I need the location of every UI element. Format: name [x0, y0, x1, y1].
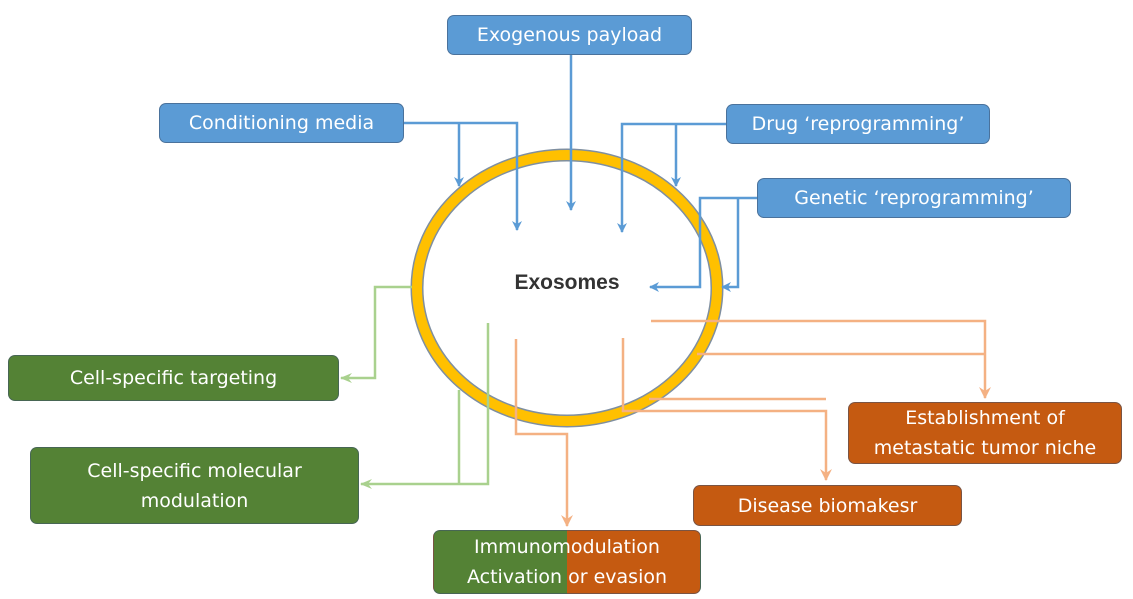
- conditioning-media-label: Conditioning media: [188, 112, 375, 134]
- conditioning-media-box: Conditioning media: [159, 103, 404, 143]
- metastatic-niche-line-1: Establishment of: [905, 407, 1065, 429]
- drug-reprogramming-label: Drug ‘reprogramming’: [751, 113, 965, 135]
- arrow-genetic-reprogramming-2: [721, 198, 740, 292]
- immunomodulation-box: Immunomodulation Activation or evasion: [433, 530, 701, 594]
- cell-specific-targeting-label: Cell-specific targeting: [69, 367, 278, 389]
- cell-specific-molecular-modulation-box: Cell-specific molecular modulation: [30, 447, 359, 524]
- immunomodulation-line-2: Activation or evasion: [466, 566, 668, 588]
- metastatic-niche-box: Establishment of metastatic tumor niche: [848, 402, 1122, 464]
- exogenous-payload-box: Exogenous payload: [447, 15, 692, 55]
- arrow-immunomodulation: [514, 339, 573, 527]
- arrow-cell-specific-molecular-modulation: [360, 323, 490, 489]
- arrow-cell-specific-targeting: [340, 285, 412, 383]
- arrow-metastatic-niche: [651, 319, 991, 399]
- disease-biomarker-label: Disease biomakesr: [737, 494, 918, 517]
- metastatic-niche-line-2: metastatic tumor niche: [873, 437, 1097, 459]
- cell-specific-molecular-modulation-line-2: modulation: [140, 489, 249, 512]
- exogenous-payload-label: Exogenous payload: [476, 24, 663, 46]
- cell-specific-molecular-modulation-line-1: Cell-specific molecular: [87, 459, 302, 482]
- green-connectors: [340, 285, 490, 489]
- cell-specific-targeting-box: Cell-specific targeting: [8, 355, 339, 401]
- exosomes-label: Exosomes: [514, 271, 620, 294]
- genetic-reprogramming-box: Genetic ‘reprogramming’: [757, 178, 1071, 218]
- exosome-membrane: [410, 148, 724, 428]
- orange-connectors: [514, 319, 991, 527]
- drug-reprogramming-box: Drug ‘reprogramming’: [726, 104, 990, 144]
- arrow-disease-biomarker: [621, 338, 832, 481]
- arrow-genetic-reprogramming-1: [649, 196, 757, 292]
- arrow-conditioning-media-1: [403, 121, 522, 231]
- disease-biomarker-box: Disease biomakesr: [693, 485, 962, 526]
- immunomodulation-line-1: Immunomodulation: [474, 536, 660, 558]
- genetic-reprogramming-label: Genetic ‘reprogramming’: [794, 187, 1034, 209]
- input-connectors: [403, 55, 757, 292]
- arrow-drug-reprogramming-1: [617, 122, 727, 233]
